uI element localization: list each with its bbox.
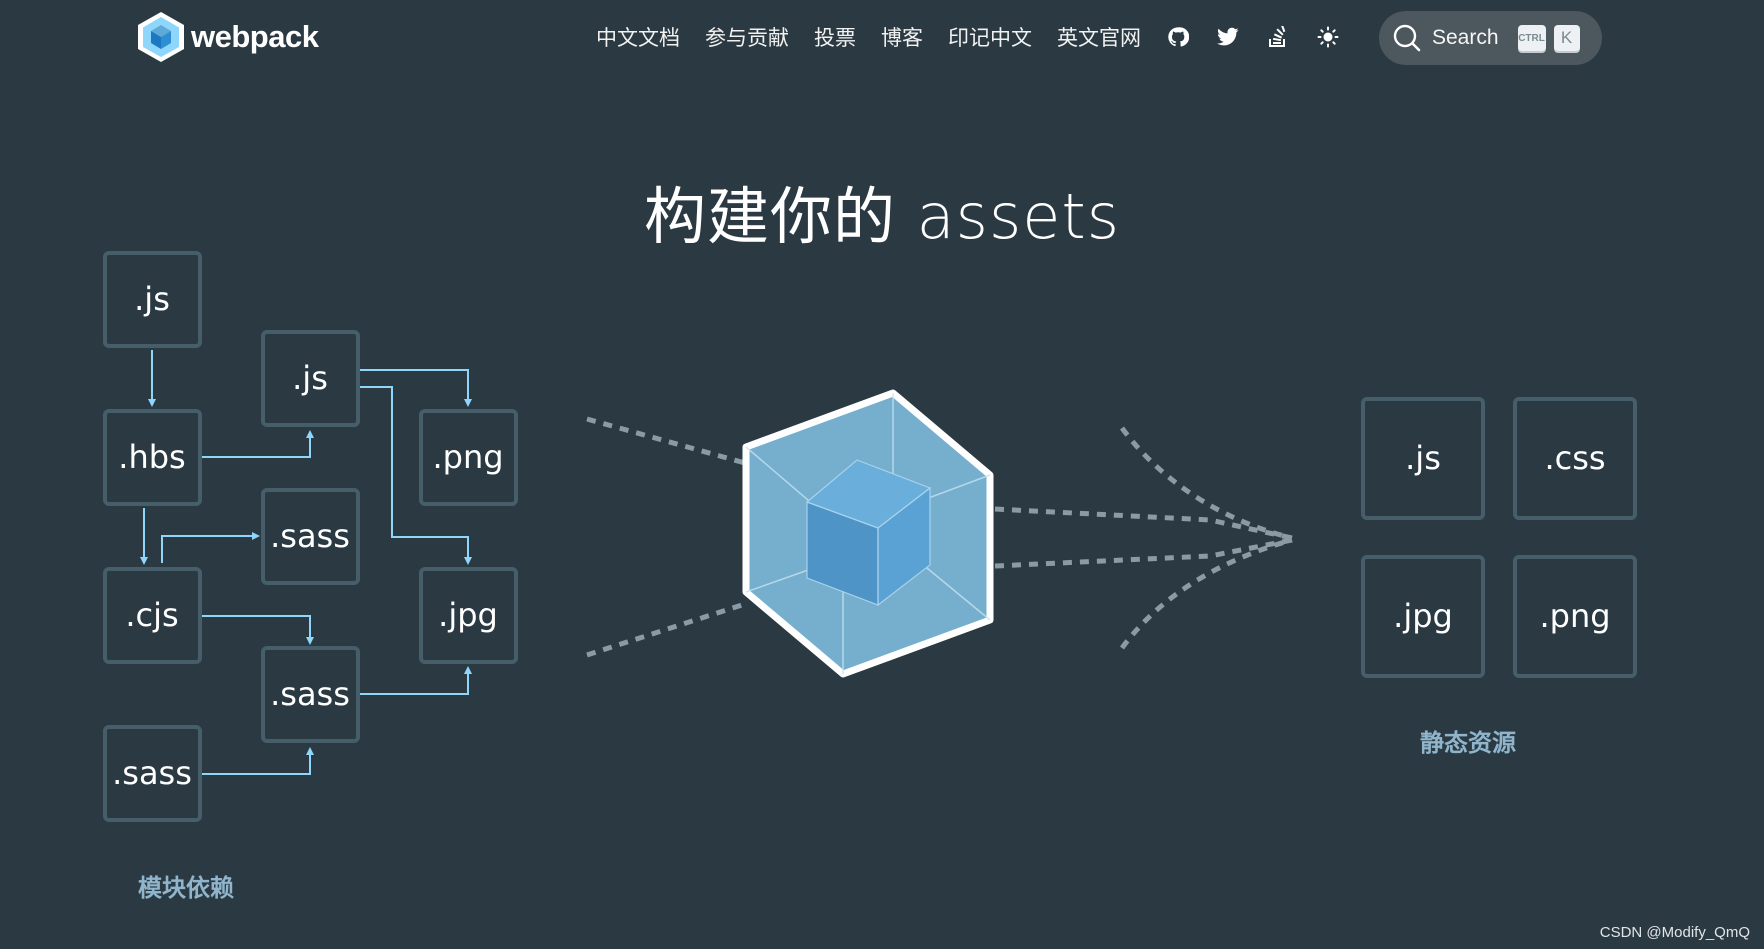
module-label: .sass <box>270 517 350 555</box>
module-box <box>261 488 360 585</box>
module-label: .sass <box>112 754 192 792</box>
arrow-cjs-to-sass-2 <box>202 615 314 645</box>
module-box <box>261 330 360 427</box>
flow-lines <box>586 416 1293 658</box>
flow-line-in-top <box>586 416 746 466</box>
top-nav: 中文文档 参与贡献 投票 博客 印记中文 英文官网 <box>596 22 1366 52</box>
module-label: .jpg <box>438 596 498 634</box>
asset-boxes <box>1361 397 1637 678</box>
dependency-arrows <box>140 350 472 775</box>
search-label: Search <box>1432 26 1499 49</box>
flow-line-out-top <box>994 506 1293 541</box>
arrow-js-to-png <box>360 369 472 407</box>
brand-name: webpack <box>191 19 319 54</box>
asset-label: .js <box>1405 439 1441 477</box>
shortcut-k-key: K <box>1553 25 1580 51</box>
watermark: CSDN @Modify_QmQ <box>1599 924 1750 941</box>
asset-label: .jpg <box>1393 597 1453 635</box>
asset-box <box>1361 555 1485 678</box>
asset-label: .css <box>1544 439 1605 477</box>
webpack-logo[interactable]: webpack <box>137 11 319 63</box>
nav-link-vote[interactable]: 投票 <box>814 26 856 50</box>
github-icon[interactable] <box>1166 25 1190 49</box>
asset-labels: .js .css .jpg .png <box>1393 439 1610 635</box>
module-box <box>419 567 518 664</box>
asset-box <box>1361 397 1485 520</box>
nav-link-blog[interactable]: 博客 <box>881 26 923 50</box>
arrow-sass-to-jpg <box>360 666 472 695</box>
sun-icon[interactable] <box>1316 25 1340 49</box>
arrow-cjs-to-sass <box>161 532 260 563</box>
module-label: .png <box>432 438 503 476</box>
nav-link-docs[interactable]: 中文文档 <box>596 26 680 50</box>
search-button[interactable]: Search CTRL K <box>1379 11 1602 65</box>
asset-label: .png <box>1539 597 1610 635</box>
arrow-js-to-jpg <box>360 386 472 565</box>
arrow-hbs-to-js <box>202 430 314 458</box>
module-box <box>419 409 518 506</box>
stack-overflow-icon[interactable] <box>1266 25 1290 49</box>
flow-line-arc-top <box>1119 426 1293 541</box>
flow-line-in-bottom <box>586 601 746 658</box>
webpack-cube-icon <box>138 12 184 62</box>
webpack-cube-graphic <box>742 389 994 678</box>
module-box <box>103 725 202 822</box>
assets-caption: 静态资源 <box>1420 729 1516 757</box>
module-label: .hbs <box>118 438 185 476</box>
hero-title: 构建你的 assets <box>643 180 1121 253</box>
flow-line-out-bottom <box>994 537 1293 569</box>
module-label: .js <box>134 280 170 318</box>
module-label: .cjs <box>125 596 178 634</box>
twitter-icon[interactable] <box>1216 25 1240 49</box>
module-box <box>103 567 202 664</box>
nav-link-contribute[interactable]: 参与贡献 <box>705 26 789 50</box>
module-box <box>103 251 202 348</box>
module-label: .js <box>292 359 328 397</box>
module-label: .sass <box>270 675 350 713</box>
module-labels: .js .js .hbs .png .sass .cjs .jpg .sass … <box>112 280 503 792</box>
asset-box <box>1513 397 1637 520</box>
nav-link-docschina[interactable]: 印记中文 <box>948 26 1032 50</box>
modules-caption: 模块依赖 <box>138 874 234 902</box>
module-box <box>261 646 360 743</box>
module-box <box>103 409 202 506</box>
header: webpack 中文文档 参与贡献 投票 博客 印记中文 英文官网 <box>0 0 1764 80</box>
asset-box <box>1513 555 1637 678</box>
search-icon <box>1393 24 1421 52</box>
module-boxes <box>103 251 518 822</box>
nav-link-english-site[interactable]: 英文官网 <box>1057 26 1141 50</box>
arrow-sass-to-sass <box>202 747 314 775</box>
shortcut-ctrl-key: CTRL <box>1517 25 1546 51</box>
flow-line-arc-bottom <box>1119 537 1293 650</box>
